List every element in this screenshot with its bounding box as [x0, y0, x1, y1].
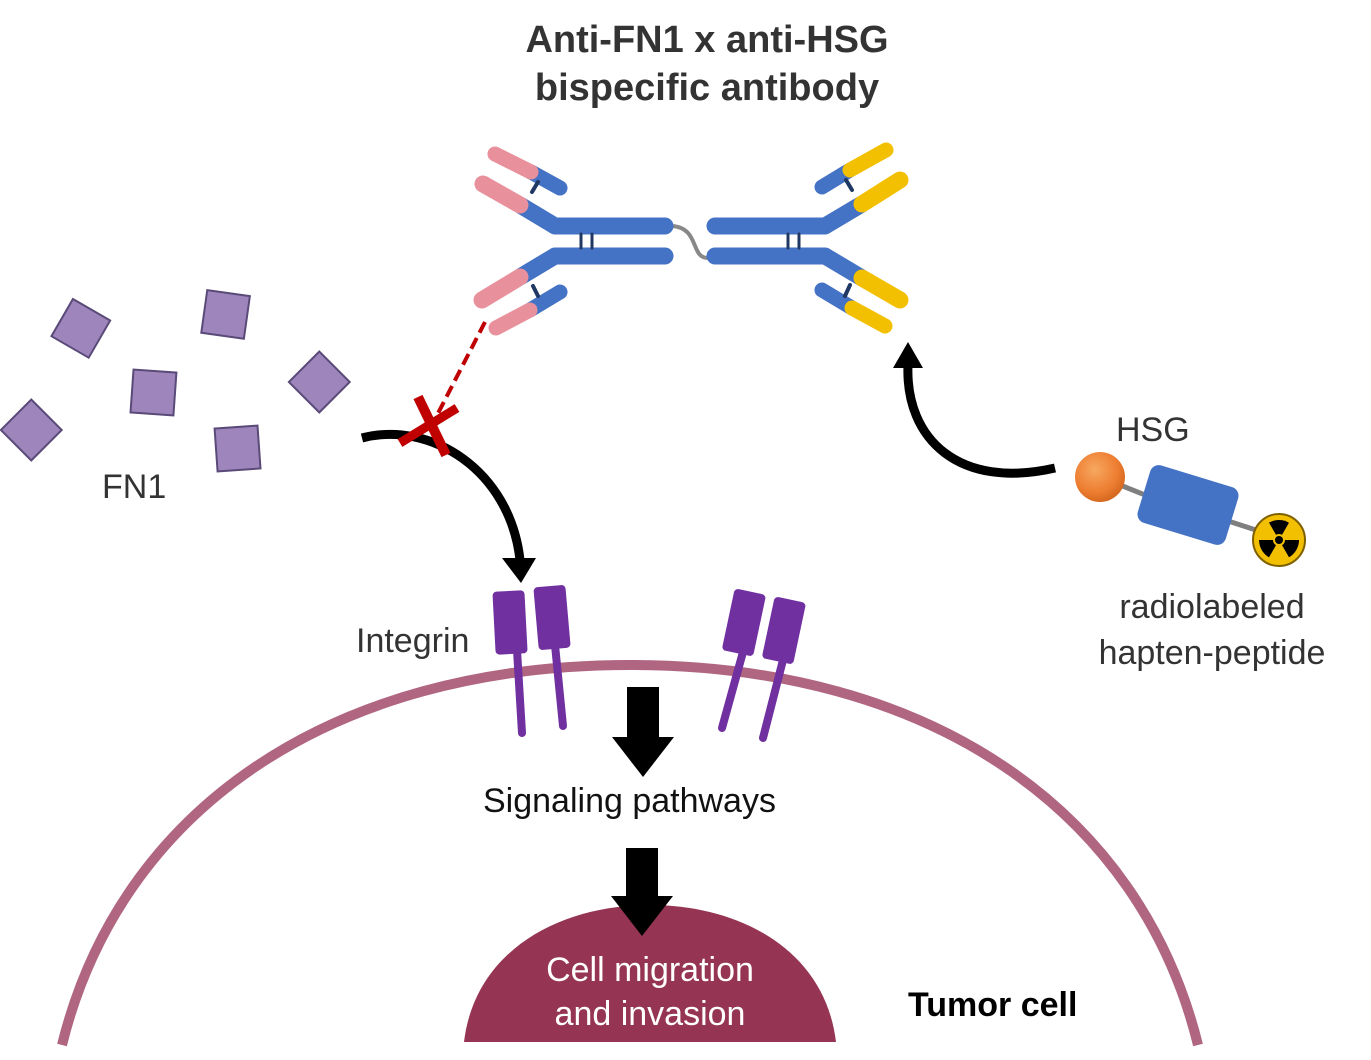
bispecific-antibody — [473, 142, 909, 336]
hapten-arrowhead — [893, 342, 923, 368]
hsg-label: HSG — [1116, 411, 1190, 449]
peptide-block — [1137, 465, 1239, 545]
fn1-label: FN1 — [102, 468, 167, 506]
block-arrow-to-signaling — [612, 687, 674, 777]
integrin-label: Integrin — [356, 622, 470, 660]
cell-membrane — [57, 659, 1203, 1047]
title-line-1: Anti-FN1 x anti-HSG — [525, 19, 889, 61]
fn1-square — [129, 368, 178, 417]
diagram-title: Anti-FN1 x anti-HSG bispecific antibody — [457, 16, 957, 112]
fn1-square — [200, 289, 251, 340]
outcome-label-line-2: and invasion — [554, 995, 746, 1033]
radioactive-icon — [1252, 513, 1306, 567]
hapten-label: radiolabeled hapten-peptide — [1086, 584, 1338, 676]
integrin-right — [718, 589, 806, 742]
hsg-sphere — [1075, 452, 1125, 502]
outcome-label-line-1: Cell migration — [546, 951, 754, 989]
anti-fn1-arm — [473, 146, 674, 336]
hapten-to-antibody-arrow — [903, 364, 1057, 478]
block-arrow-to-outcome — [611, 848, 673, 936]
integrin-left — [492, 585, 571, 737]
tumor-cell-label: Tumor cell — [908, 986, 1078, 1024]
outcome-dome — [464, 905, 836, 1042]
inhibition-dashed-line — [430, 321, 487, 426]
fn1-to-integrin-arrow — [360, 429, 525, 561]
fn1-square — [287, 350, 352, 414]
fn1-square — [50, 297, 112, 360]
signaling-label: Signaling pathways — [483, 782, 776, 820]
hapten-label-line-1: radiolabeled — [1119, 588, 1305, 626]
fn1-molecules — [0, 289, 352, 473]
fn1-square — [0, 398, 64, 462]
hapten-label-line-2: hapten-peptide — [1098, 634, 1326, 672]
title-line-2: bispecific antibody — [534, 67, 880, 109]
anti-hsg-arm — [706, 142, 909, 334]
hapten-peptide — [1075, 452, 1306, 567]
fn1-arrowhead — [502, 558, 536, 583]
fn1-square — [213, 424, 262, 473]
block-x-icon — [397, 394, 460, 458]
outcome-label: Cell migration and invasion — [500, 948, 800, 1036]
